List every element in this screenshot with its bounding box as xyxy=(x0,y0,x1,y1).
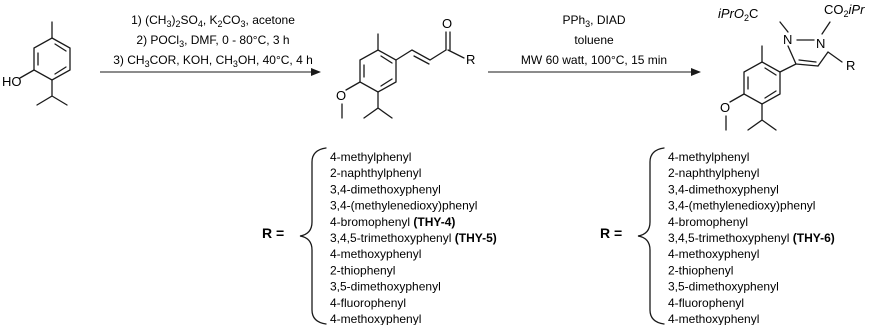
step2-condition-2: toluene xyxy=(574,33,614,47)
step1-condition-3: 3) CH3COR, KOH, CH3OH, 40°C, 4 h xyxy=(113,53,313,69)
r-group-item: 3,4-dimethoxyphenyl xyxy=(668,182,779,196)
compound-code: (THY-6) xyxy=(789,231,834,245)
r-group-item: 2-naphthylphenyl xyxy=(668,166,759,180)
product-methoxy-oxygen-label: O xyxy=(720,100,730,115)
right-ester-label: CO2iPr xyxy=(824,2,865,19)
r-group-item: 3,5-dimethoxyphenyl xyxy=(668,280,779,294)
r-equals-label: R = xyxy=(262,225,284,241)
r-group-item: 2-naphthylphenyl xyxy=(330,166,421,180)
r-equals-label: R = xyxy=(600,225,622,241)
compound-code: (THY-4) xyxy=(410,215,455,229)
step1-condition-2: 2) POCl3, DMF, 0 - 80°C, 3 h xyxy=(136,33,289,49)
r-group-item: 4-methylphenyl xyxy=(330,150,411,164)
r-group-items-1: 4-methylphenyl 2-naphthylphenyl 3,4-dimeth… xyxy=(330,150,497,325)
r-group-item: 4-fluorophenyl xyxy=(668,296,744,310)
r-group-item: 3,4-(methylenedioxy)phenyl xyxy=(668,199,815,213)
step1-condition-1: 1) (CH3)2SO4, K2CO3, acetone xyxy=(131,13,295,29)
product-r-label: R xyxy=(846,58,855,73)
r-group-item: 3,4,5-trimethoxyphenyl (THY-6) xyxy=(668,231,835,245)
n1-label: N xyxy=(783,32,792,47)
r-group-items-2: 4-methylphenyl 2-naphthylphenyl 3,4-dimeth… xyxy=(668,150,835,325)
r-group-item: 2-thiophenyl xyxy=(330,263,395,277)
r-group-item: 4-methoxyphenyl xyxy=(330,312,421,325)
r-substituent-label: R xyxy=(466,52,475,67)
pyrazoline-structure: O N N R iPrO2C CO2iPr xyxy=(718,2,865,131)
r-group-item: 3,4-(methylenedioxy)phenyl xyxy=(330,199,477,213)
step1-conditions: 1) (CH3)2SO4, K2CO3, acetone 2) POCl3, D… xyxy=(113,13,313,69)
step2-condition-1: PPh3, DIAD xyxy=(562,13,625,29)
r-group-item: 3,5-dimethoxyphenyl xyxy=(330,280,441,294)
step2-conditions: PPh3, DIAD toluene MW 60 watt, 100°C, 15… xyxy=(521,13,667,67)
chalcone-structure: O R O xyxy=(336,16,475,119)
r-group-item: 2-thiophenyl xyxy=(668,263,733,277)
thymol-structure: HO xyxy=(2,21,71,106)
r-group-item: 4-fluorophenyl xyxy=(330,296,406,310)
r-group-list-1: R = 4-methylphenyl 2-naphthylphenyl 3,4-di… xyxy=(262,147,497,325)
r-group-item: 4-methoxyphenyl xyxy=(668,312,759,325)
compound-code: (THY-5) xyxy=(451,231,496,245)
methoxy-oxygen-label: O xyxy=(336,88,346,103)
r-group-item: 3,4,5-trimethoxyphenyl (THY-5) xyxy=(330,231,497,245)
r-group-item: 4-methylphenyl xyxy=(668,150,749,164)
hydroxyl-label: HO xyxy=(2,74,22,89)
step2-condition-3: MW 60 watt, 100°C, 15 min xyxy=(521,53,667,67)
r-group-item: 4-methoxyphenyl xyxy=(330,247,421,261)
r-group-item: 3,4-dimethoxyphenyl xyxy=(330,182,441,196)
n2-label: N xyxy=(816,36,825,51)
r-group-item: 4-bromophenyl (THY-4) xyxy=(330,215,455,229)
r-group-item: 4-bromophenyl xyxy=(668,215,748,229)
r-group-item: 4-methoxyphenyl xyxy=(668,247,759,261)
left-ester-label: iPrO2C xyxy=(718,6,758,23)
r-group-list-2: R = 4-methylphenyl 2-naphthylphenyl 3,4-di… xyxy=(600,147,835,325)
carbonyl-oxygen-label: O xyxy=(442,16,452,31)
